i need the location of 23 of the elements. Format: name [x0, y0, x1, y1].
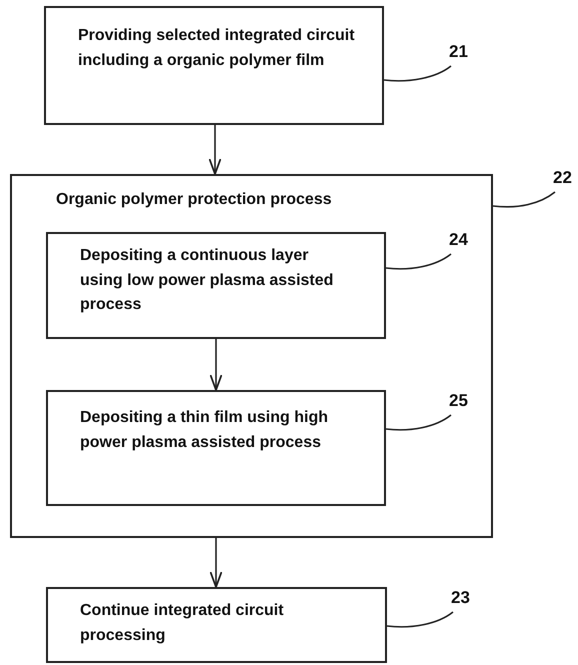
reference-number: 22 — [553, 168, 578, 188]
step-text: Depositing a thin film using high power plasma assisted process — [80, 408, 329, 452]
step-text: Organic polymer protection process — [56, 190, 333, 210]
process-group-box — [10, 174, 493, 538]
arrow — [210, 538, 222, 588]
step-text: Providing selected integrated circuit including a organic polymer film — [78, 26, 356, 70]
reference-number: 21 — [449, 42, 475, 62]
step-text: Depositing a continuous layer using low power plasma assisted process — [80, 246, 334, 315]
arrow — [210, 339, 222, 391]
process-box — [46, 390, 386, 506]
process-box — [46, 232, 386, 339]
leader-line — [384, 65, 452, 82]
arrow — [208, 125, 222, 175]
step-text: Continue integrated circuit processing — [80, 601, 285, 646]
process-box — [44, 6, 384, 125]
reference-number: 24 — [449, 230, 475, 250]
leader-line — [386, 414, 452, 431]
reference-number: 23 — [451, 588, 477, 608]
process-box — [46, 587, 387, 663]
leader-line — [386, 611, 454, 628]
leader-line — [492, 191, 556, 208]
reference-number: 25 — [449, 391, 475, 411]
leader-line — [386, 253, 452, 270]
